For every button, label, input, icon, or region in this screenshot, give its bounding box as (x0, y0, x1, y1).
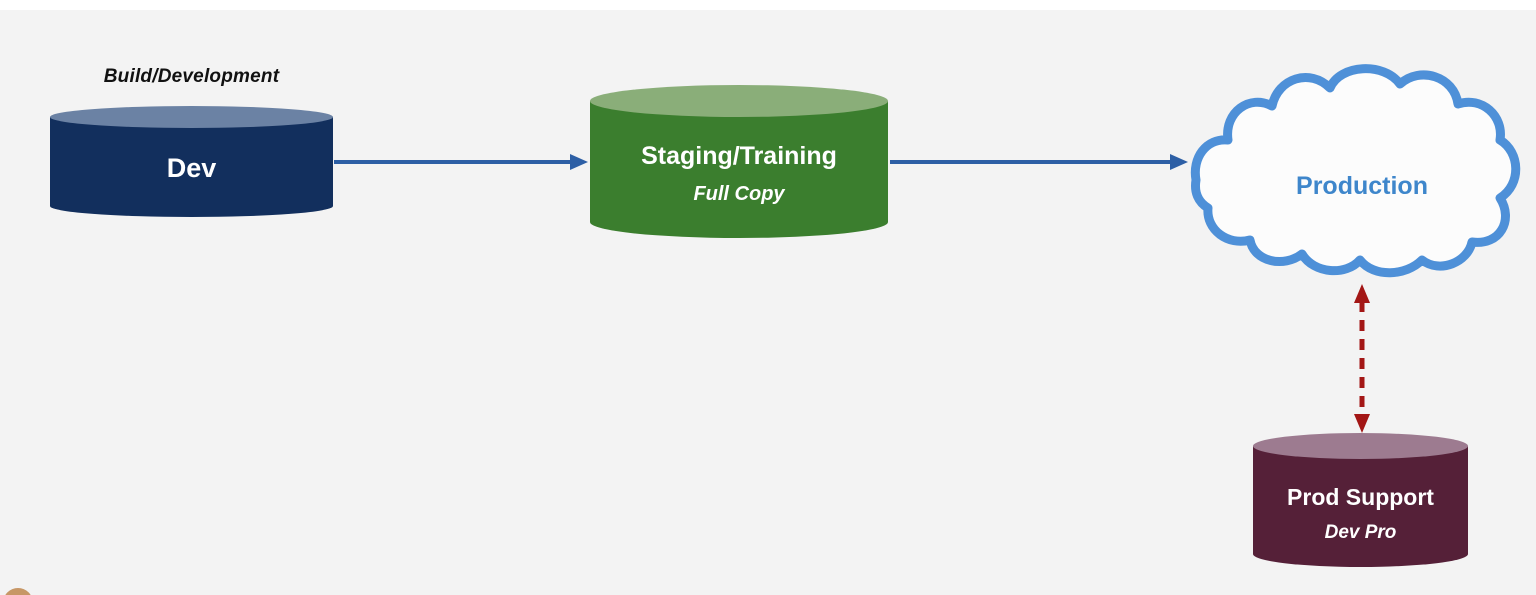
production-label: Production (1296, 172, 1428, 200)
production-cloud[interactable]: Production (1188, 62, 1522, 278)
cloud-outline (1190, 64, 1521, 278)
prod-support-cylinder-top (1253, 433, 1468, 459)
top-margin-strip (0, 0, 1536, 10)
production-cloud-shape: Production (1190, 64, 1521, 278)
prod-support-cylinder-shape (1253, 433, 1468, 567)
corner-dot-circle (5, 588, 31, 595)
staging-cylinder-shape (590, 85, 888, 238)
arrowhead-dev-to-staging-icon (570, 154, 588, 170)
arrowhead-staging-to-production-icon (1170, 154, 1188, 170)
prod-support-cylinder[interactable]: Prod Support Dev Pro (1253, 433, 1468, 567)
prod-support-cylinder-body (1253, 446, 1468, 567)
build-development-label: Build/Development (103, 66, 280, 87)
dev-cylinder-shape (50, 106, 333, 217)
arrowhead-up-icon (1354, 284, 1370, 303)
dev-cylinder-body (50, 117, 333, 217)
corner-dot (5, 588, 31, 595)
staging-cylinder-body (590, 101, 888, 238)
staging-cylinder-top (590, 85, 888, 117)
arrowhead-down-icon (1354, 414, 1370, 433)
dev-cylinder-top (50, 106, 333, 128)
staging-cylinder[interactable]: Staging/Training Full Copy (590, 85, 888, 238)
dev-cylinder[interactable]: Dev (50, 106, 333, 217)
